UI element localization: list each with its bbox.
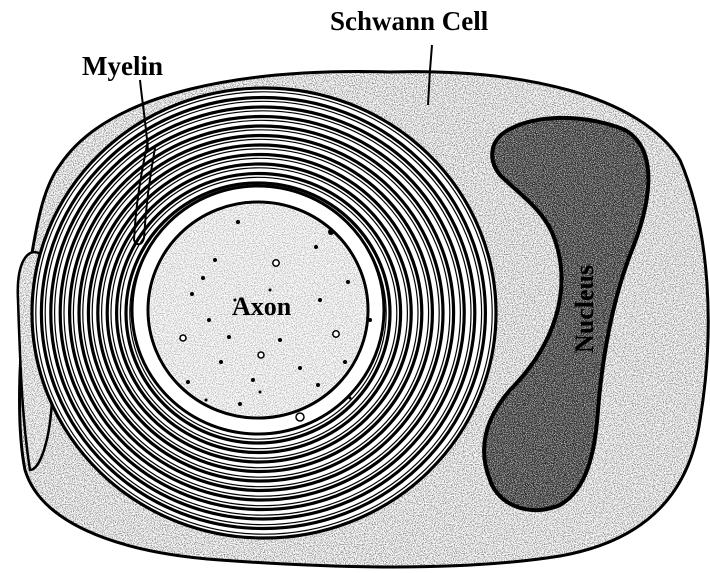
axon-granule [236,220,240,224]
axon-granule [251,378,255,382]
axon-granule [278,338,282,342]
axon-granule [298,366,302,370]
schwann-cell-label: Schwann Cell [330,6,489,36]
axon-granule [201,276,205,280]
axon-granule [190,292,194,296]
axon-vesicle [333,331,339,337]
axon-vesicle [273,260,279,266]
axon-granule [328,229,334,235]
axon-vesicle [180,335,186,341]
axon-granule [314,245,318,249]
axon-granule [368,318,372,322]
axon-granule [343,360,347,364]
nucleus-label: Nucleus [570,265,599,353]
axon-granule [349,397,352,400]
axon-granule [259,391,262,394]
axon-granule [219,360,223,364]
myelin-label: Myelin [82,51,163,81]
axon-granule [238,402,242,406]
axon-granule [205,399,208,402]
axon-granule [346,280,350,284]
axon-vesicle [296,413,304,421]
axon-granule [318,298,322,302]
axon-vesicle [258,352,264,358]
axon-granule [227,335,231,339]
axon-granule [213,258,217,262]
axon-granule [207,318,211,322]
axon-granule [316,383,320,387]
axon-label: Axon [232,292,292,321]
axon-granule [186,380,190,384]
